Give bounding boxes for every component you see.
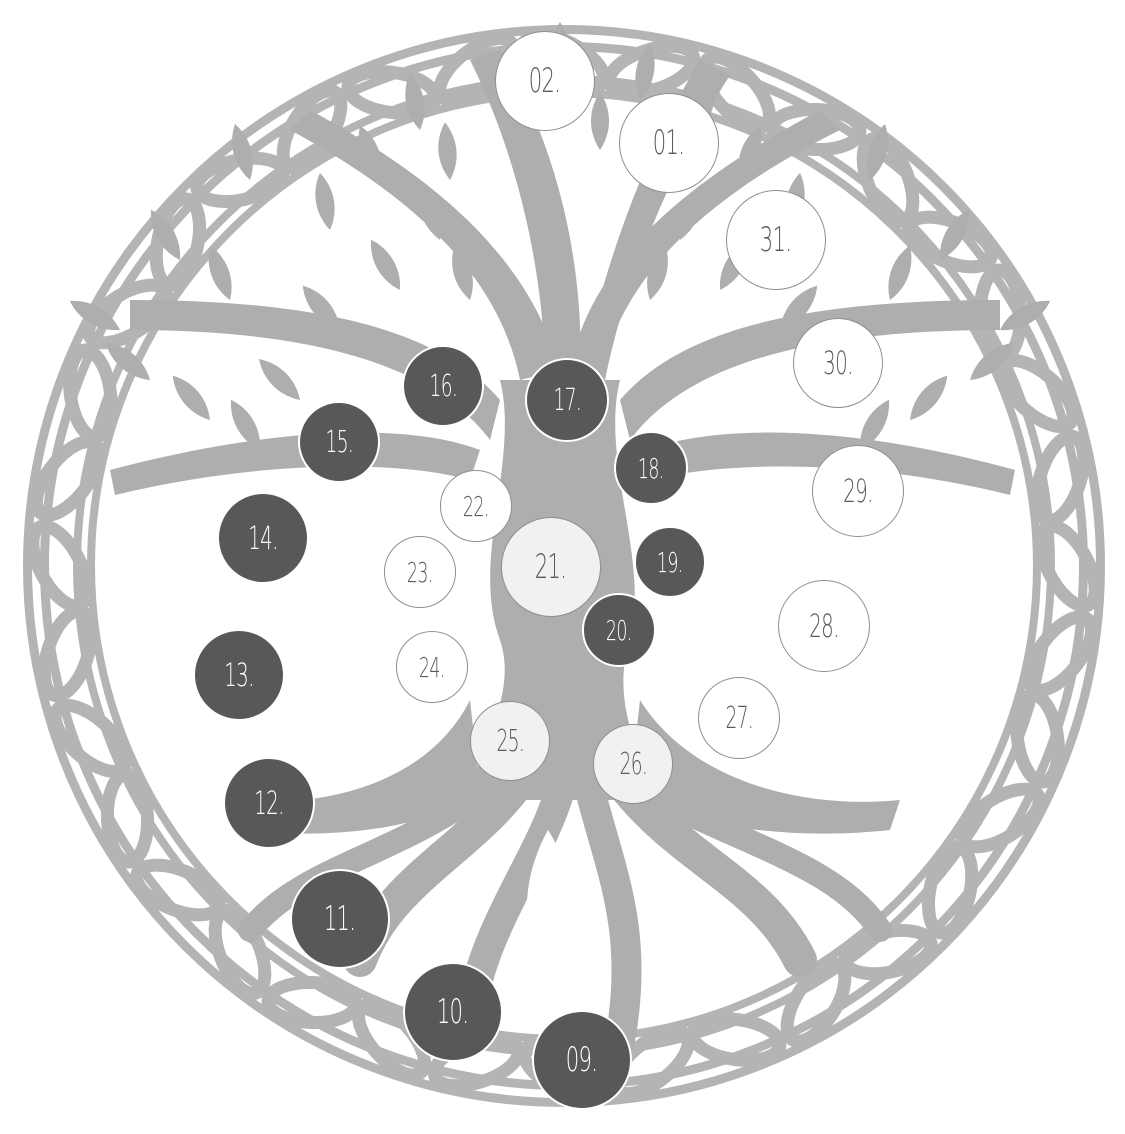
day-circle-27[interactable]: 27.	[698, 677, 780, 759]
leaf-shape	[253, 353, 307, 407]
day-label: 17.	[553, 383, 581, 418]
day-label: 26.	[619, 747, 647, 782]
day-label: 11.	[324, 899, 356, 939]
day-circle-17[interactable]: 17.	[525, 358, 609, 442]
day-circle-10[interactable]: 10.	[403, 962, 503, 1062]
day-circle-22[interactable]: 22.	[440, 470, 512, 542]
day-circle-18[interactable]: 18.	[614, 431, 688, 505]
day-label: 12.	[254, 784, 284, 822]
day-label: 31.	[760, 220, 792, 260]
day-label: 27.	[725, 701, 753, 736]
day-circle-24[interactable]: 24.	[396, 631, 468, 703]
day-label: 28.	[809, 607, 839, 645]
day-label: 19.	[657, 546, 683, 579]
day-circle-30[interactable]: 30.	[793, 318, 883, 408]
leaf-shape	[903, 370, 954, 426]
day-label: 01.	[653, 123, 685, 163]
day-label: 21.	[535, 547, 567, 587]
day-circle-12[interactable]: 12.	[223, 757, 315, 849]
day-label: 09.	[566, 1040, 598, 1080]
day-circle-31[interactable]: 31.	[726, 190, 826, 290]
day-label: 25.	[496, 724, 524, 759]
day-label: 13.	[224, 656, 254, 694]
day-circle-28[interactable]: 28.	[778, 580, 870, 672]
leaf-shape	[591, 92, 609, 150]
day-circle-19[interactable]: 19.	[634, 526, 706, 598]
day-label: 10.	[437, 992, 469, 1032]
day-circle-01[interactable]: 01.	[619, 93, 719, 193]
day-label: 16.	[429, 369, 457, 404]
day-label: 29.	[843, 472, 873, 510]
day-circle-11[interactable]: 11.	[290, 869, 390, 969]
day-label: 14.	[248, 519, 278, 557]
leaf-shape	[311, 171, 339, 231]
day-circle-09[interactable]: 09.	[532, 1010, 632, 1110]
day-circle-26[interactable]: 26.	[593, 724, 673, 804]
leaf-shape	[363, 235, 408, 294]
day-circle-02[interactable]: 02.	[495, 31, 595, 131]
knot-loop	[992, 349, 1084, 438]
day-circle-29[interactable]: 29.	[812, 445, 904, 537]
day-label: 23.	[407, 556, 433, 589]
day-circle-14[interactable]: 14.	[217, 492, 309, 584]
day-circle-25[interactable]: 25.	[470, 701, 550, 781]
day-label: 30.	[823, 344, 853, 382]
day-label: 22.	[463, 490, 489, 523]
day-circle-13[interactable]: 13.	[193, 629, 285, 721]
day-label: 02.	[529, 61, 561, 101]
leaf-shape	[436, 121, 459, 180]
leaf-shape	[166, 370, 217, 426]
day-circle-20[interactable]: 20.	[582, 593, 656, 667]
day-label: 18.	[638, 452, 664, 485]
knot-loop	[44, 694, 136, 783]
day-circle-15[interactable]: 15.	[298, 401, 380, 483]
day-circle-23[interactable]: 23.	[384, 536, 456, 608]
day-label: 20.	[606, 614, 632, 647]
day-circle-21[interactable]: 21.	[501, 517, 601, 617]
day-circle-16[interactable]: 16.	[402, 345, 484, 427]
day-label: 24.	[419, 651, 445, 684]
day-label: 15.	[325, 425, 353, 460]
knot-loop	[130, 855, 227, 925]
